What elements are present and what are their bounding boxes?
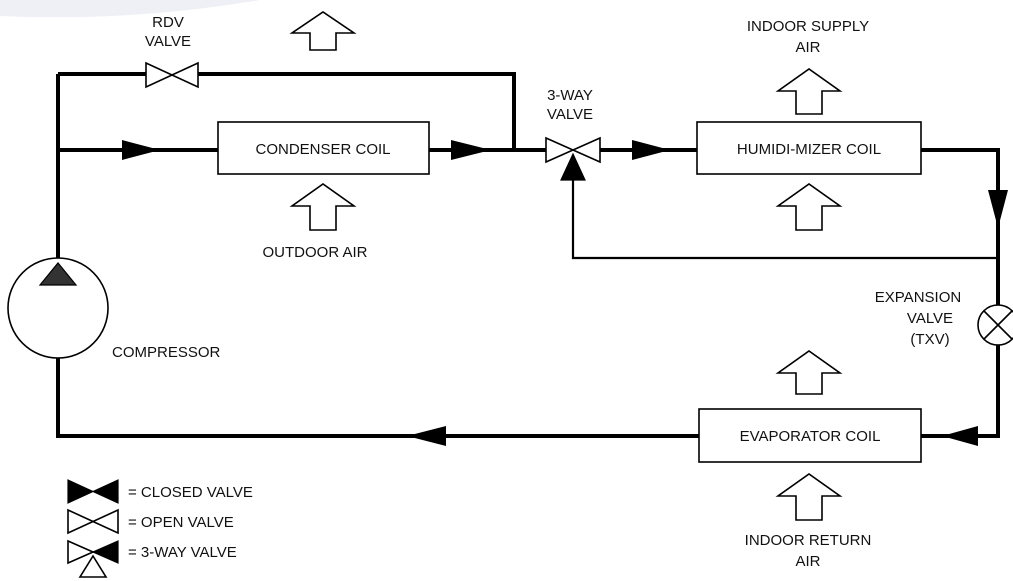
pipe-humidimizer-out — [921, 148, 1000, 305]
pipe-suction-return — [56, 352, 699, 438]
flow-arrow-icon — [632, 140, 670, 160]
flow-arrow-icon — [122, 140, 160, 160]
indoor-return-air-label-1: INDOOR RETURN — [745, 532, 872, 549]
humidimizer-coil-label: HUMIDI-MIZER COIL — [737, 141, 881, 158]
pipe-humidimizer-bypass — [571, 180, 998, 260]
humidimizer-coil-box — [696, 121, 922, 175]
corner-decoration — [0, 0, 260, 18]
legend-open-valve-icon — [67, 508, 119, 535]
pipe-rdv-bypass — [58, 72, 516, 150]
three-way-valve-icon — [545, 136, 601, 181]
compressor-triangle-icon — [38, 262, 78, 286]
rdv-valve-label-1: RDV — [152, 14, 184, 31]
air-arrows — [289, 11, 843, 521]
flow-arrow-icon — [942, 426, 978, 446]
legend-closed-valve-label: = CLOSED VALVE — [128, 484, 253, 501]
legend-three-way-valve-icon — [67, 539, 119, 578]
indoor-return-air-label-2: AIR — [795, 553, 820, 570]
rdv-valve-icon — [145, 61, 199, 89]
three-way-valve-label-1: 3-WAY — [547, 87, 593, 104]
expansion-valve-label-3: (TXV) — [910, 331, 949, 348]
flow-arrow-icon — [451, 140, 491, 160]
compressor-label: COMPRESSOR — [112, 344, 221, 361]
condenser-coil-label: CONDENSER COIL — [255, 141, 390, 158]
rdv-valve-label-2: VALVE — [145, 33, 191, 50]
legend-three-way-valve-label: = 3-WAY VALVE — [128, 544, 237, 561]
air-arrow-up-icon — [775, 473, 843, 521]
flow-arrow-icon — [988, 190, 1008, 228]
expansion-valve-icon — [977, 304, 1013, 346]
air-arrow-up-icon — [289, 183, 357, 231]
legend: = CLOSED VALVE = OPEN VALVE = 3-WAY VALV… — [67, 479, 253, 578]
legend-closed-valve-icon — [67, 479, 119, 504]
air-arrow-up-icon — [775, 350, 843, 395]
indoor-supply-air-label-2: AIR — [795, 39, 820, 56]
condenser-coil-box — [217, 121, 430, 175]
air-arrow-up-icon — [775, 68, 843, 115]
compressor-circle — [7, 257, 109, 359]
flow-arrow-icon — [407, 426, 446, 446]
expansion-valve-label-1: EXPANSION — [875, 289, 961, 306]
air-arrow-up-icon — [289, 11, 357, 51]
indoor-supply-air-label-1: INDOOR SUPPLY — [747, 18, 869, 35]
flow-arrows — [122, 140, 1008, 446]
pipe-to-evaporator — [921, 345, 1000, 438]
outdoor-air-label: OUTDOOR AIR — [262, 244, 367, 261]
evaporator-coil-box — [698, 408, 922, 463]
legend-open-valve-label: = OPEN VALVE — [128, 514, 234, 531]
three-way-valve-label-2: VALVE — [547, 106, 593, 123]
expansion-valve-label-2: VALVE — [907, 310, 953, 327]
evaporator-coil-label: EVAPORATOR COIL — [740, 428, 881, 445]
air-arrow-up-icon — [775, 183, 843, 231]
